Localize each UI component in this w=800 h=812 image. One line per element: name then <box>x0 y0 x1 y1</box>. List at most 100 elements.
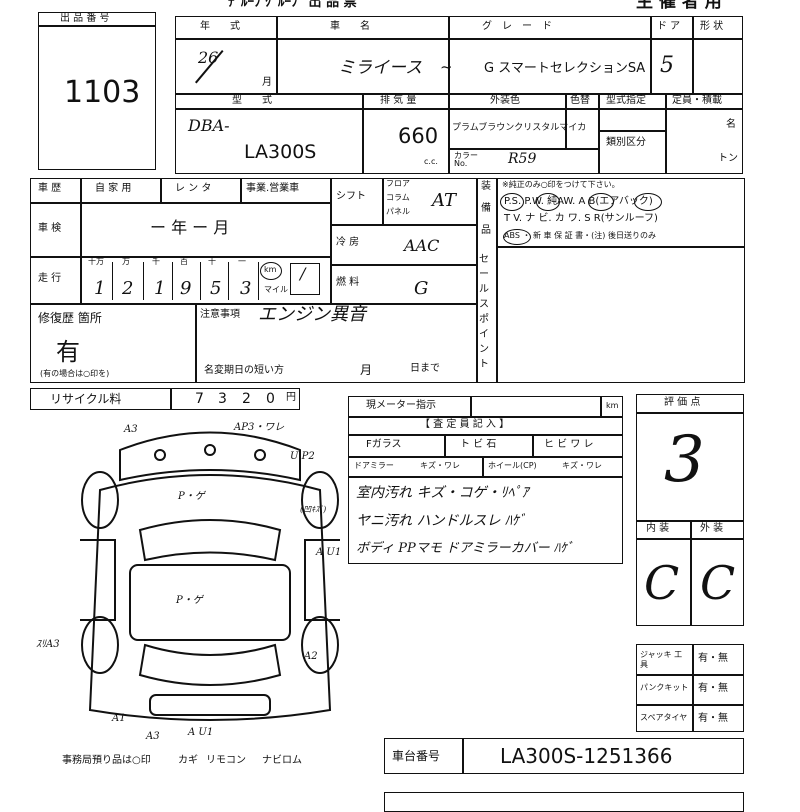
usage-private[interactable]: 自 家 用 <box>95 183 132 194</box>
equipment-row-3: ABS ・ 新 車 保 証 書・(注) 後日送りのみ <box>504 231 656 240</box>
usage-rental[interactable]: レ ン タ <box>175 183 212 194</box>
held-items-note: 事務局預り品は○印 <box>62 755 151 766</box>
tools-puncture-label: パンクキット <box>640 683 689 692</box>
mileage-digit-4: 9 <box>180 278 192 299</box>
type-label: 型 式 <box>232 95 272 106</box>
mileage-digit-5: 5 <box>210 278 222 299</box>
tools-jack-label: ジャッキ 工 具 <box>640 650 683 669</box>
cc-unit: c.c. <box>424 157 438 166</box>
aircon-value: AAC <box>404 236 440 255</box>
damage-note-2: AP3・ワレ <box>234 422 285 433</box>
km-circle <box>260 262 282 280</box>
mileage-digit-3: 1 <box>154 278 166 299</box>
damage-note-10: A1 <box>112 713 126 724</box>
equipment-label-1: 装 <box>481 181 491 192</box>
inspection-label: 車 検 <box>38 223 62 234</box>
abs-circle <box>503 229 531 245</box>
grade-value: G スマートセレクションSA <box>484 61 646 76</box>
km-label: km <box>264 265 277 274</box>
aircon-label: 冷 房 <box>336 237 360 248</box>
chassis-box <box>384 738 744 774</box>
name-change-label: 名変期日の短い方 <box>204 365 284 376</box>
pw-circle <box>536 193 560 211</box>
damage-note-5: (凹ｷｽﾞ) <box>300 505 327 514</box>
interior-value: C <box>644 556 680 610</box>
partial-title: ﾃﾞﾙｰﾌ ｸﾞﾙｰﾌﾟ 出 品 票 <box>228 0 357 10</box>
damage-note-3: U P2 <box>290 451 315 462</box>
remarks-value: エンジン異音 <box>258 304 366 325</box>
usage-label: 車 歴 <box>38 183 62 194</box>
remarks-label: 注意事項 <box>200 309 240 320</box>
color-change-label: 色替 <box>570 95 590 106</box>
aw-circle <box>588 193 614 211</box>
vehicle-info-box <box>175 16 743 174</box>
mileage-digit-6: 3 <box>240 278 252 299</box>
digit-label-1: 一 <box>238 257 246 266</box>
ab-circle <box>634 193 662 211</box>
exterior-color-value: プラムブラウンクリスタルマイカ <box>452 123 587 133</box>
mileage-digit-2: 2 <box>122 278 134 299</box>
shift-column[interactable]: コラム <box>386 193 410 202</box>
shift-floor[interactable]: フロア <box>386 179 410 188</box>
sales-point-label: セ ー ル ス ポ イ ン ト <box>479 254 489 370</box>
interior-label: 内 装 <box>646 523 670 534</box>
held-item-remote[interactable]: リモコン <box>206 755 246 766</box>
damage-note-7: P・ゲ <box>176 595 203 606</box>
tools-jack-options[interactable]: 有・無 <box>698 653 728 664</box>
equipment-label-3: 品 <box>481 225 491 236</box>
damage-note-8: ｽﾘA3 <box>36 639 60 650</box>
recycle-digit-3: 2 <box>242 391 251 407</box>
tools-spare-options[interactable]: 有・無 <box>698 713 728 724</box>
displacement-value: 660 <box>398 124 439 148</box>
capacity-persons-unit: 名 <box>726 119 736 130</box>
tools-spare-label: スペアタイヤ <box>640 713 688 722</box>
type-prefix: DBA- <box>188 116 230 135</box>
held-item-key[interactable]: カギ <box>178 755 198 766</box>
digit-label-100k: 十万 <box>88 257 104 266</box>
equipment-note: ※純正のみ○印をつけて下さい。 <box>502 180 620 189</box>
exterior-value: C <box>700 556 736 610</box>
doors-label: ド ア <box>657 21 681 32</box>
month-unit: 月 <box>262 77 272 88</box>
shift-label: シフト <box>336 191 366 202</box>
organizer-label: 主 催 者 用 <box>636 0 722 12</box>
lot-label: 出 品 番 号 <box>60 13 110 24</box>
held-item-navirom[interactable]: ナビロム <box>262 755 302 766</box>
digit-label-100: 百 <box>180 257 188 266</box>
color-no-label: カラー No. <box>454 151 478 168</box>
meter-label: 現メーター指示 <box>366 400 436 411</box>
glass-header-3: ヒ ビ ワ レ <box>544 439 594 450</box>
year-label: 年 式 <box>200 21 240 32</box>
history-box <box>30 178 745 383</box>
damage-note-6: A U1 <box>316 547 342 558</box>
tools-box <box>636 644 744 732</box>
digit-label-10: 十 <box>208 257 216 266</box>
recycle-digit-1: 7 <box>195 391 204 407</box>
score-label: 評 価 点 <box>664 397 701 408</box>
fuel-value: G <box>414 278 429 299</box>
type-value: LA300S <box>244 141 317 163</box>
recycle-digit-2: 3 <box>218 391 227 407</box>
ps-circle <box>500 193 524 211</box>
chassis-number: LA300S-1251366 <box>500 744 673 768</box>
capacity-tons-unit: トン <box>718 153 738 164</box>
equipment-label-2: 備 <box>481 203 491 214</box>
digit-label-1k: 千 <box>152 257 160 266</box>
inspection-note-2: ヤニ汚れ ハンドルスレ ﾊｹﾞ <box>356 513 526 529</box>
mileage-label: 走 行 <box>38 273 62 284</box>
inspector-label: 【 査 定 員 記 入 】 <box>420 419 510 430</box>
model-designation-label: 型式指定 <box>606 95 646 106</box>
recycle-label: リサイクル料 <box>50 392 122 406</box>
inspection-value: ー 年 ー 月 <box>150 218 230 237</box>
damage-note-11: A3 <box>146 731 160 742</box>
chassis-label: 車台番号 <box>392 749 441 763</box>
name-label: 車 名 <box>330 21 370 32</box>
usage-business[interactable]: 事業.営業車 <box>246 183 300 194</box>
exterior-label: 外 装 <box>700 523 724 534</box>
inspection-note-3: ボディ PPマモ ドアミラーカバー ﾊｹﾞ <box>356 541 574 556</box>
shift-panel[interactable]: パネル <box>386 207 410 216</box>
damage-note-9: A2 <box>304 651 318 662</box>
recycle-box <box>30 388 300 410</box>
tools-puncture-options[interactable]: 有・無 <box>698 683 728 694</box>
color-no-value: R59 <box>508 151 537 167</box>
